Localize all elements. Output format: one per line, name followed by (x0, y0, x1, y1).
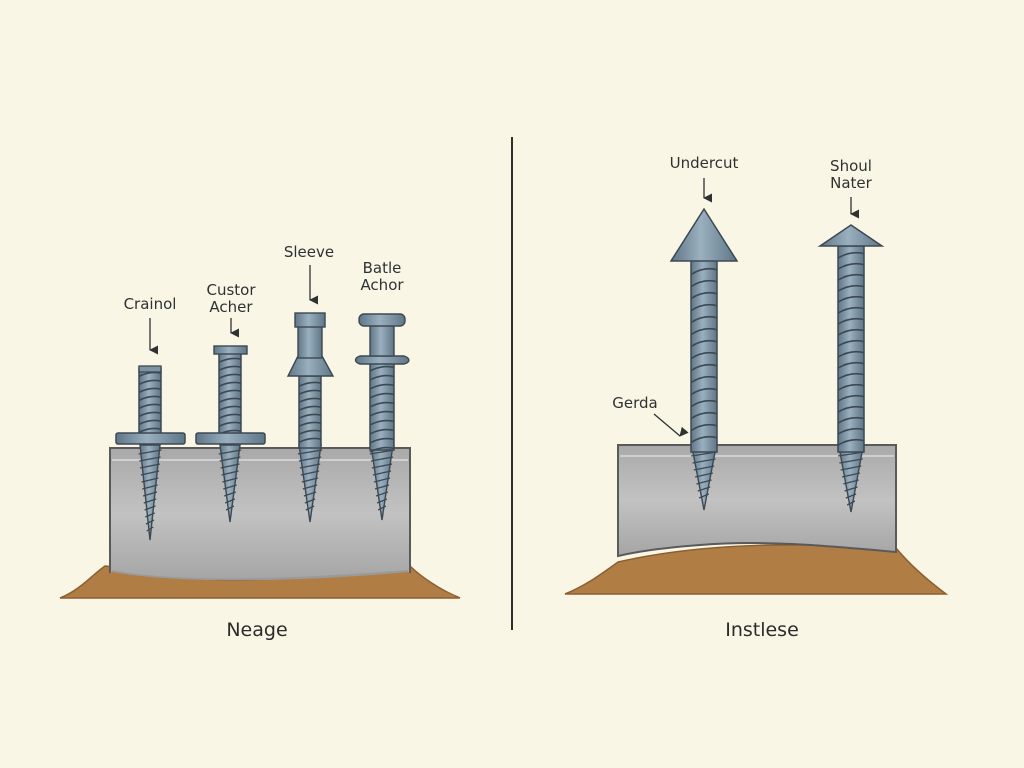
anchor-batle-collar (354, 355, 410, 365)
anchor-custor-washer (195, 432, 266, 445)
anchor-sleeve (286, 312, 335, 523)
label-custor-achor-line1: Custor (206, 281, 256, 299)
left-concrete-block (109, 447, 411, 581)
label-undercut-line1: Undercut (669, 154, 739, 172)
anchor-batle-neck (369, 323, 395, 357)
label-gerda-line1: Gerda (612, 394, 658, 412)
right-concrete-block (617, 444, 897, 558)
tip-threads (369, 449, 395, 511)
anchor-shaft (298, 375, 322, 449)
left-panel (59, 312, 461, 599)
anchor-sleeve-body (297, 325, 323, 359)
thread-lines (690, 267, 718, 444)
label-sleeve: Sleeve (274, 244, 344, 261)
anchor-shoul-head (817, 224, 885, 247)
anchor-crainol (115, 365, 186, 541)
right-panel (564, 207, 949, 595)
thread-lines (298, 381, 322, 444)
anchor-custor-achor (195, 345, 266, 523)
label-custor-achor-line2: Acher (209, 298, 253, 316)
thread-lines (138, 371, 162, 434)
label-shoul-nater-line1: Shoul (830, 157, 872, 175)
label-batle-achor-line2: Achor (360, 276, 404, 294)
thread-lines (837, 251, 865, 446)
anchor-undercut (669, 207, 739, 511)
anchor-custor-head (213, 345, 248, 355)
label-arrows (149, 178, 860, 437)
tip-threads (297, 449, 323, 511)
anchor-shoul-nater (817, 224, 885, 513)
anchor-crainol-washer (115, 432, 186, 445)
thread-lines (218, 357, 242, 436)
label-batle-achor: Batle Achor (347, 260, 417, 294)
arrow-gerda (653, 413, 689, 437)
label-undercut: Undercut (654, 155, 754, 172)
label-batle-achor-line1: Batle (362, 259, 402, 277)
tip-threads (838, 451, 864, 506)
anchor-sleeve-cap (294, 312, 326, 328)
tip-threads (138, 449, 162, 532)
anchor-sleeve-cone (286, 355, 335, 377)
label-crainol-line1: Crainol (123, 295, 177, 313)
anchor-undercut-head (669, 207, 739, 262)
left-caption: Neage (226, 619, 288, 641)
label-shoul-nater-line2: Nater (830, 174, 872, 192)
anchor-crainol-cap (138, 365, 162, 373)
tip-threads (218, 449, 242, 511)
anchor-batle-achor (354, 313, 410, 521)
anchor-tip (219, 444, 241, 523)
tip-threads (691, 451, 717, 499)
anchor-batle-head (358, 313, 406, 327)
label-crainol: Crainol (115, 296, 185, 313)
label-sleeve-line1: Sleeve (283, 243, 335, 261)
label-gerda: Gerda (600, 395, 670, 412)
anchor-shaft (138, 367, 162, 435)
label-custor-achor: Custor Acher (196, 282, 266, 316)
thread-lines (369, 365, 395, 453)
right-caption: Instlese (725, 619, 799, 641)
label-shoul-nater: Shoul Nater (806, 158, 896, 192)
right-soil (564, 544, 949, 595)
